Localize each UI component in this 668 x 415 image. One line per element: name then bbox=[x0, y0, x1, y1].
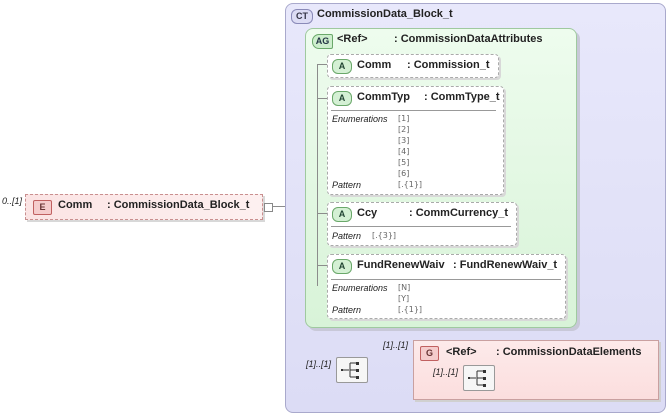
element-comm[interactable]: E Comm : CommissionData_Block_t bbox=[25, 194, 273, 220]
attribute-comm[interactable]: A Comm : Commission_t bbox=[327, 54, 499, 78]
pattern-value: [.{1}] bbox=[398, 180, 423, 189]
element-occurrence: 0..[1] bbox=[2, 196, 23, 206]
sequence-compositor[interactable] bbox=[336, 357, 368, 383]
group-badge: G bbox=[420, 346, 439, 361]
ag-attr-trunk bbox=[317, 64, 318, 286]
enum-value: [5] bbox=[398, 158, 410, 167]
attribute-separator bbox=[331, 226, 511, 227]
attribute-name: CommTyp bbox=[357, 91, 410, 103]
complex-type-name: CommissionData_Block_t bbox=[317, 8, 453, 20]
attribute-type: : CommCurrency_t bbox=[409, 207, 509, 219]
element-badge: E bbox=[33, 200, 52, 215]
group-name: : CommissionDataElements bbox=[496, 346, 642, 358]
group-ref: <Ref> bbox=[446, 346, 477, 358]
group-sequence-compositor[interactable] bbox=[463, 365, 495, 391]
enum-value: [6] bbox=[398, 169, 410, 178]
sequence-icon bbox=[468, 370, 486, 387]
complex-type-badge: CT bbox=[291, 9, 313, 24]
attribute-commtyp[interactable]: A CommTyp : CommType_t Enumerations [1] … bbox=[327, 86, 504, 195]
connector-element-to-ct bbox=[262, 206, 296, 207]
enum-value: [Y] bbox=[398, 294, 410, 303]
group-commissiondataelements[interactable]: G <Ref> : CommissionDataElements [1]..[1… bbox=[413, 340, 659, 400]
group-inner-occurrence: [1]..[1] bbox=[433, 367, 459, 377]
enum-value: [3] bbox=[398, 136, 410, 145]
enumerations-label: Enumerations bbox=[332, 114, 388, 124]
ag-attr-link-comm bbox=[317, 64, 328, 65]
attribute-type: : FundRenewWaiv_t bbox=[453, 259, 558, 271]
element-name: Comm bbox=[58, 199, 93, 211]
attribute-name: Ccy bbox=[357, 207, 378, 219]
attribute-badge: A bbox=[332, 91, 352, 106]
element-type: : CommissionData_Block_t bbox=[107, 199, 250, 211]
enum-value: [1] bbox=[398, 114, 410, 123]
enumerations-label: Enumerations bbox=[332, 283, 388, 293]
pattern-label: Pattern bbox=[332, 231, 362, 241]
attribute-type: : CommType_t bbox=[424, 91, 500, 103]
enum-value: [N] bbox=[398, 283, 411, 292]
attribute-type: : Commission_t bbox=[407, 59, 490, 71]
attribute-ccy[interactable]: A Ccy : CommCurrency_t Pattern [.{3}] bbox=[327, 202, 517, 246]
ag-attr-link-ccy bbox=[317, 213, 328, 214]
sequence-occurrence: [1]..[1] bbox=[306, 359, 332, 369]
attribute-badge: A bbox=[332, 207, 352, 222]
pattern-value: [.{1}] bbox=[398, 305, 423, 314]
pattern-value: [.{3}] bbox=[372, 231, 397, 240]
sequence-icon bbox=[341, 362, 359, 379]
attribute-badge: A bbox=[332, 59, 352, 74]
attribute-fundrenewwaiv[interactable]: A FundRenewWaiv : FundRenewWaiv_t Enumer… bbox=[327, 254, 566, 319]
pattern-label: Pattern bbox=[332, 305, 362, 315]
ag-attr-link-fundrenewwaiv bbox=[317, 265, 328, 266]
ag-attr-link-commtyp bbox=[317, 98, 328, 99]
attribute-group-ref: <Ref> bbox=[337, 33, 368, 45]
attribute-group-name: : CommissionDataAttributes bbox=[394, 33, 543, 45]
attribute-badge: A bbox=[332, 259, 352, 274]
attribute-separator bbox=[331, 110, 496, 111]
enum-value: [2] bbox=[398, 125, 410, 134]
group-occurrence: [1]..[1] bbox=[383, 340, 409, 350]
attribute-name: FundRenewWaiv bbox=[357, 259, 445, 271]
attribute-separator bbox=[331, 279, 561, 280]
attribute-name: Comm bbox=[357, 59, 392, 71]
pattern-label: Pattern bbox=[332, 180, 362, 190]
attribute-group-badge: AG bbox=[312, 34, 333, 49]
expand-collapse-icon[interactable] bbox=[264, 203, 273, 212]
enum-value: [4] bbox=[398, 147, 410, 156]
